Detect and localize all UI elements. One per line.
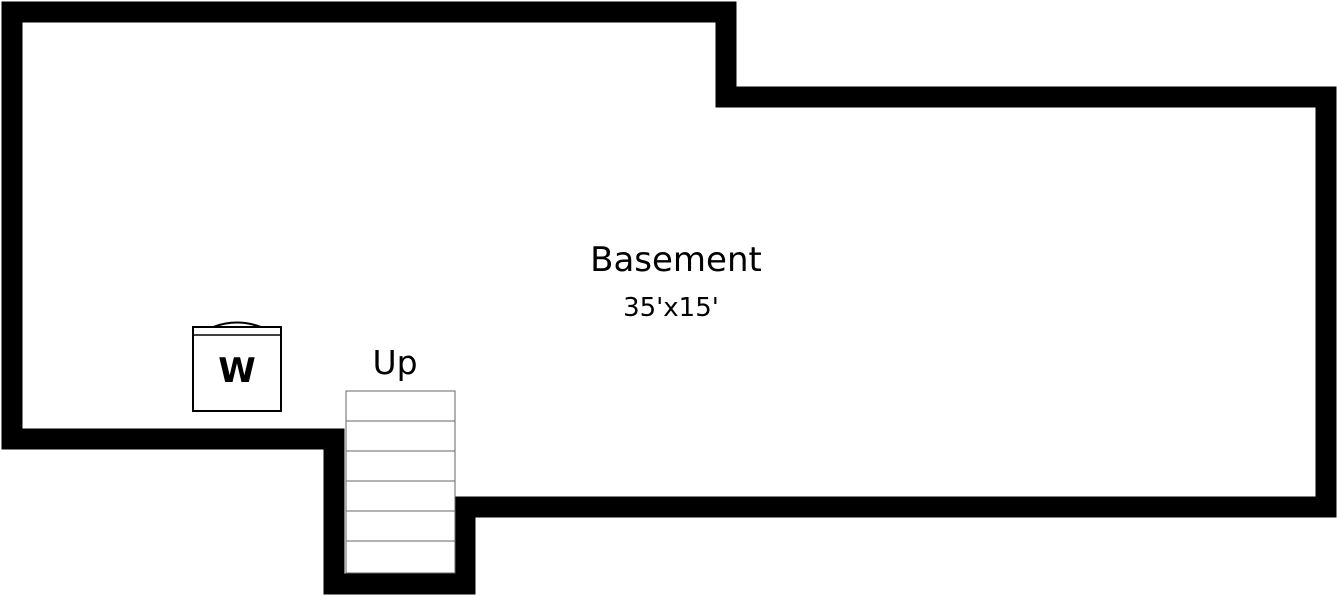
room-name: Basement (590, 240, 762, 280)
stairs-label: Up (372, 343, 417, 382)
appliance-body (192, 326, 282, 412)
appliance-letter: W (218, 351, 256, 391)
room-dimensions: 35'x15' (623, 293, 719, 323)
appliance-lid (212, 321, 262, 328)
stair-outline (345, 390, 456, 574)
water-heater-icon: W (192, 321, 282, 412)
staircase[interactable] (345, 390, 456, 574)
